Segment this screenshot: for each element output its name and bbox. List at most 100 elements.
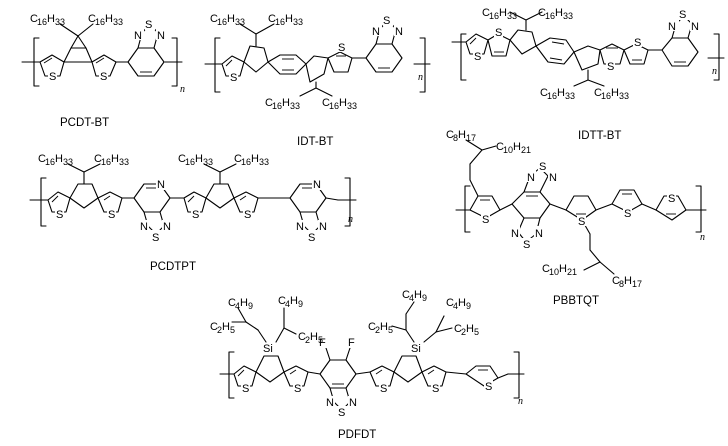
- structure-pcdtpt: S N N N S N N N S S S S: [29, 153, 357, 273]
- svg-text:C: C: [265, 97, 273, 109]
- svg-text:C: C: [268, 13, 276, 25]
- svg-text:16: 16: [275, 17, 285, 27]
- atom-label: Si: [263, 343, 273, 355]
- atom-label: S: [624, 208, 631, 220]
- svg-text:10: 10: [503, 145, 513, 155]
- atom-label: N: [134, 30, 142, 42]
- atom-label: N: [319, 221, 327, 233]
- atom-label: Si: [411, 343, 421, 355]
- svg-text:33: 33: [565, 91, 575, 101]
- compound-name: IDT-BT: [297, 136, 333, 148]
- svg-text:16: 16: [95, 17, 105, 27]
- svg-text:17: 17: [632, 279, 642, 289]
- svg-text:16: 16: [101, 157, 111, 167]
- svg-text:H: H: [458, 297, 466, 309]
- svg-text:16: 16: [45, 157, 55, 167]
- svg-text:C: C: [542, 263, 550, 275]
- svg-text:16: 16: [241, 157, 251, 167]
- svg-text:H: H: [557, 87, 565, 99]
- svg-text:H: H: [380, 321, 388, 333]
- svg-text:33: 33: [563, 11, 573, 21]
- svg-text:33: 33: [119, 157, 129, 167]
- svg-text:33: 33: [619, 91, 629, 101]
- compound-name: PBBTQT: [553, 295, 599, 307]
- svg-text:H: H: [111, 153, 119, 165]
- svg-text:4: 4: [409, 293, 414, 303]
- svg-text:H: H: [499, 7, 507, 19]
- atom-label: S: [192, 209, 199, 221]
- svg-text:C: C: [278, 295, 286, 307]
- svg-text:16: 16: [545, 11, 555, 21]
- atom-label: S: [152, 232, 159, 244]
- atom-label: S: [338, 42, 345, 54]
- svg-text:17: 17: [466, 133, 476, 143]
- svg-text:C: C: [594, 87, 602, 99]
- svg-text:10: 10: [549, 267, 559, 277]
- svg-text:H: H: [458, 129, 466, 141]
- svg-text:2: 2: [461, 327, 466, 337]
- svg-text:H: H: [339, 97, 347, 109]
- svg-text:5: 5: [318, 335, 323, 345]
- atom-label: S: [482, 214, 489, 226]
- repeat-index: n: [418, 72, 423, 83]
- svg-text:H: H: [195, 153, 203, 165]
- svg-text:H: H: [555, 7, 563, 19]
- svg-text:H: H: [222, 321, 230, 333]
- svg-text:C: C: [446, 129, 454, 141]
- repeat-index: n: [700, 232, 705, 243]
- svg-text:4: 4: [285, 299, 290, 309]
- atom-label: N: [395, 26, 403, 38]
- svg-text:H: H: [414, 289, 422, 301]
- svg-text:5: 5: [230, 325, 235, 335]
- svg-text:9: 9: [248, 301, 253, 311]
- svg-text:33: 33: [293, 17, 303, 27]
- svg-text:H: H: [227, 13, 235, 25]
- svg-text:C: C: [496, 141, 504, 153]
- svg-text:C: C: [322, 97, 330, 109]
- svg-text:9: 9: [298, 299, 303, 309]
- atom-label: N: [372, 26, 380, 38]
- atom-label: F: [348, 337, 355, 349]
- svg-text:2: 2: [305, 335, 310, 345]
- svg-text:C: C: [454, 323, 462, 335]
- atom-label: S: [432, 383, 439, 395]
- svg-text:C: C: [38, 153, 46, 165]
- atom-label: S: [634, 37, 641, 49]
- svg-text:H: H: [290, 295, 298, 307]
- svg-text:33: 33: [290, 101, 300, 111]
- svg-text:16: 16: [37, 17, 47, 27]
- svg-text:33: 33: [259, 157, 269, 167]
- svg-text:33: 33: [203, 157, 213, 167]
- atom-label: N: [549, 172, 557, 184]
- svg-text:33: 33: [63, 157, 73, 167]
- svg-text:C: C: [298, 331, 306, 343]
- repeat-index: n: [348, 214, 353, 225]
- atom-label: N: [313, 179, 321, 191]
- svg-text:H: H: [559, 263, 567, 275]
- svg-text:2: 2: [217, 325, 222, 335]
- svg-text:33: 33: [113, 17, 123, 27]
- atom-label: S: [474, 51, 481, 63]
- svg-text:H: H: [47, 13, 55, 25]
- svg-text:16: 16: [185, 157, 195, 167]
